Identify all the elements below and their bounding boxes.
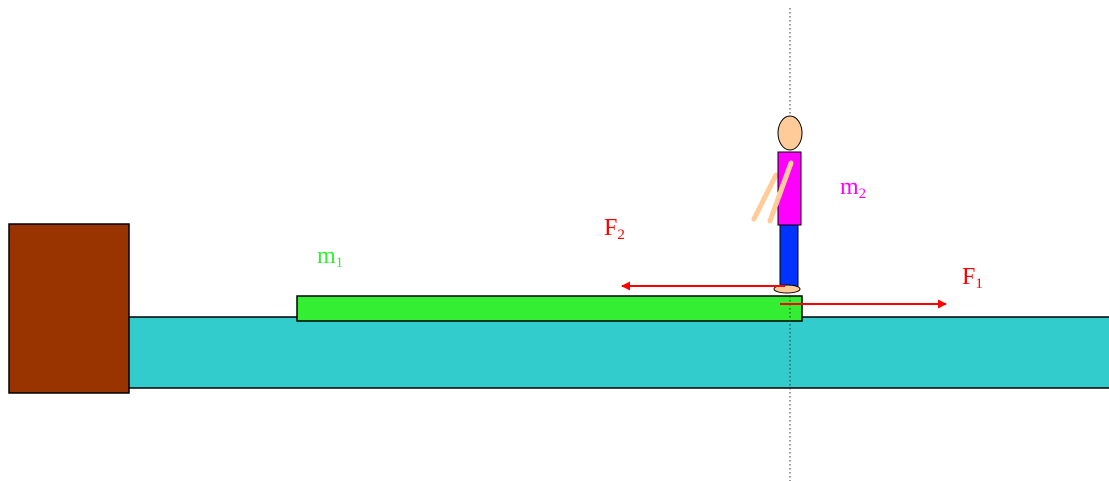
person-head (777, 115, 803, 151)
person-figure (751, 115, 803, 294)
person-arm-back (751, 172, 779, 222)
plank (296, 295, 803, 322)
person-legs (779, 224, 799, 288)
label-f1: F1 (962, 264, 983, 292)
water (127, 316, 1109, 389)
person-torso (777, 151, 802, 226)
label-f2: F2 (604, 215, 625, 243)
person-arm-front (767, 160, 794, 224)
wall-block (8, 223, 130, 394)
label-m2: m2 (840, 174, 867, 202)
label-m1: m1 (317, 243, 344, 271)
